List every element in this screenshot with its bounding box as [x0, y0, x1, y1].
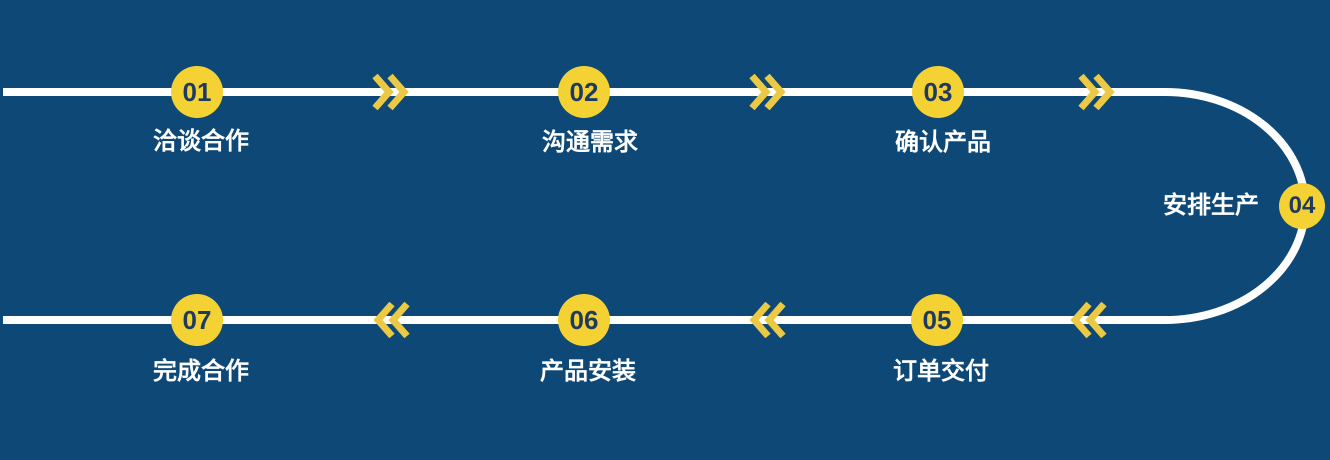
step-04-circle: 04 [1279, 183, 1325, 229]
step-04-label: 安排生产 [1163, 192, 1259, 219]
chevron-right-icon-1 [372, 73, 409, 111]
chevron-left-icon-3 [373, 301, 410, 339]
flow-line [3, 88, 1309, 324]
step-05-label: 订单交付 [893, 358, 989, 385]
step-06-circle: 06 [558, 294, 610, 346]
chevron-left-icon-1 [1070, 301, 1107, 339]
step-06-label: 产品安装 [540, 358, 636, 385]
step-05-number: 05 [922, 304, 952, 335]
step-07-number: 07 [182, 304, 212, 335]
step-02-circle: 02 [558, 66, 610, 118]
step-07-circle: 07 [171, 294, 223, 346]
step-03-number: 03 [923, 76, 953, 107]
step-04-number: 04 [1288, 192, 1316, 219]
step-01-circle: 01 [171, 66, 223, 118]
step-05-circle: 05 [911, 294, 963, 346]
chevron-right-icon-3 [1078, 73, 1115, 111]
chevron-left-icon-2 [749, 301, 786, 339]
chevron-right-icon-2 [749, 73, 786, 111]
step-02-number: 02 [569, 76, 599, 107]
step-01-number: 01 [182, 76, 212, 107]
step-01-label: 洽谈合作 [153, 128, 249, 155]
step-03-label: 确认产品 [895, 129, 991, 156]
step-02-label: 沟通需求 [542, 129, 638, 156]
step-07-label: 完成合作 [153, 358, 249, 385]
step-03-circle: 03 [912, 66, 964, 118]
step-06-number: 06 [569, 304, 599, 335]
